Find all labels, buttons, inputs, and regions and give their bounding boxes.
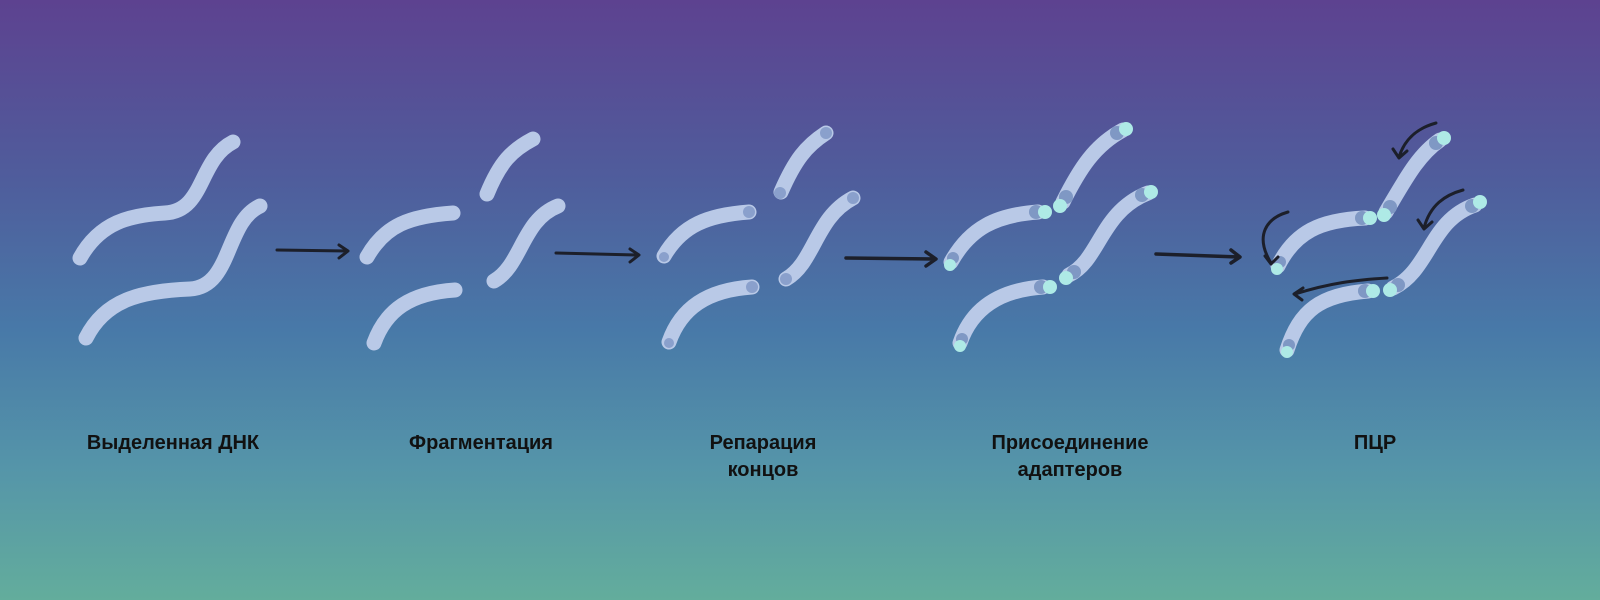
curved-arrow-icon: [1292, 276, 1389, 302]
adapters: [1271, 131, 1487, 358]
dna-fragment: [778, 190, 861, 287]
dna-fragment: [943, 204, 1046, 270]
stage-label-end-repair: Репарация концов: [643, 430, 883, 484]
curved-arrow-icon: [1261, 210, 1290, 266]
dna-fragment: [661, 279, 760, 350]
dna-fragment: [366, 282, 463, 351]
dna-fragment: [1270, 210, 1373, 274]
label-text: Репарация: [709, 432, 817, 454]
repaired-end: [820, 127, 832, 139]
stage-label-adapter-ligation: Присоединение адаптеров: [950, 430, 1190, 484]
dna-fragment: [1055, 122, 1131, 210]
dna-fragment: [1061, 185, 1156, 283]
arrow-right-icon: [1154, 248, 1242, 265]
stage-label-pcr: ПЦР: [1255, 430, 1495, 457]
repaired-end: [774, 187, 786, 199]
label-text: ПЦР: [1353, 432, 1397, 454]
dna-fragment: [1279, 283, 1376, 358]
label-text: адаптеров: [1017, 459, 1123, 481]
arrow-right-icon: [275, 243, 350, 260]
primer-arrows: [1261, 121, 1465, 302]
repaired-end: [746, 281, 758, 293]
stage-fragmentation: [359, 131, 566, 351]
stage-label-fragmentation: Фрагментация: [361, 430, 601, 457]
stage-label-isolated-dna: Выделенная ДНК: [53, 430, 293, 457]
dna-fragment: [773, 125, 834, 200]
stage-isolated-dna: [72, 134, 268, 346]
curved-arrow-icon: [1416, 188, 1465, 231]
label-text: Присоединение: [991, 432, 1149, 454]
stage-pcr: [1261, 121, 1487, 358]
label-text: Фрагментация: [409, 432, 553, 454]
repaired-end: [743, 206, 755, 218]
repaired-end: [780, 273, 792, 285]
dna-fragment: [486, 198, 566, 289]
repaired-end: [659, 252, 669, 262]
dna-strand: [72, 134, 241, 266]
dna-fragment: [952, 279, 1051, 351]
label-text: Выделенная ДНК: [86, 432, 260, 454]
stage-adapter-ligation: [943, 122, 1158, 352]
curved-arrow-icon: [1391, 121, 1438, 160]
dna-fragment: [656, 204, 757, 264]
label-text: концов: [727, 459, 799, 481]
dna-fragment: [479, 131, 541, 202]
dna-fragment: [1385, 197, 1483, 296]
process-arrows: [275, 243, 1242, 268]
dna-strand: [78, 198, 268, 346]
repaired-end: [664, 338, 674, 348]
stage-end-repair: [656, 125, 861, 350]
adapters: [944, 122, 1158, 352]
dna-fragment: [359, 205, 461, 265]
repaired-end: [847, 192, 859, 204]
arrow-right-icon: [554, 247, 641, 264]
arrow-right-icon: [844, 250, 938, 268]
